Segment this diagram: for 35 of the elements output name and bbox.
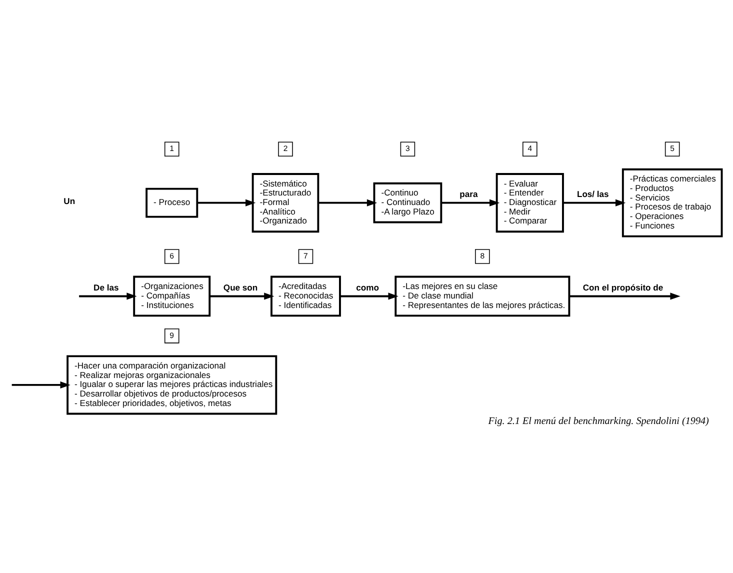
node-box: 4 — [522, 142, 538, 157]
node-box: 7 — [298, 249, 314, 264]
node-box: 3 — [400, 142, 416, 157]
node-box: -Organizaciones - Compañías - Instituciones — [133, 276, 211, 317]
arrow — [318, 199, 378, 206]
arrow — [79, 292, 137, 300]
node-box: -Acreditadas - Reconocidas - Identificadas — [270, 276, 341, 317]
edge-label: Con el propósito de — [582, 282, 664, 293]
edge-label: como — [356, 282, 379, 293]
node-box: 5 — [664, 142, 680, 157]
arrow — [563, 199, 626, 206]
arrow — [569, 292, 680, 300]
node-box: 6 — [164, 249, 180, 264]
node-box: 8 — [475, 249, 490, 264]
node-box: -Sistemático -Estructurado -Formal -Analítico -Organizado — [252, 173, 320, 233]
edge-label: De las — [94, 282, 119, 293]
arrow — [210, 292, 274, 300]
edge-label: Que son — [223, 282, 258, 293]
arrow — [197, 199, 256, 206]
arrow — [340, 292, 398, 300]
arrow — [12, 381, 70, 388]
edge-label: Los/ las — [576, 189, 609, 200]
arrow — [441, 199, 500, 206]
node-box: -Prácticas comerciales - Productos - Servicios - Procesos de trabajo - Operaciones - Funciones — [622, 168, 723, 238]
node-box: -Hacer una comparación organizacional - Realizar mejoras organizacionales - Igualar o superar las mejores prácticas industriales - Desarrollar objetivos de productos/procesos - Establecer prioridades, objetivos, metas — [66, 355, 278, 415]
label: Un — [64, 196, 76, 206]
node-box: 1 — [164, 142, 180, 157]
node-box: -Las mejores en su clase - De clase mundial - Representantes de las mejores prácticas. — [394, 276, 570, 317]
node-box: - Evaluar - Entender - Diagnosticar - Medir - Comparar — [496, 173, 564, 233]
node-box: -Continuo - Continuado -A largo Plazo — [373, 182, 442, 224]
edge-label: para — [460, 189, 478, 200]
node-box: 9 — [164, 328, 180, 344]
node-box: 2 — [278, 142, 293, 157]
node-box: - Proceso — [146, 188, 198, 218]
caption: Fig. 2.1 El menú del benchmarking. Spendolini (1994) — [488, 416, 709, 428]
